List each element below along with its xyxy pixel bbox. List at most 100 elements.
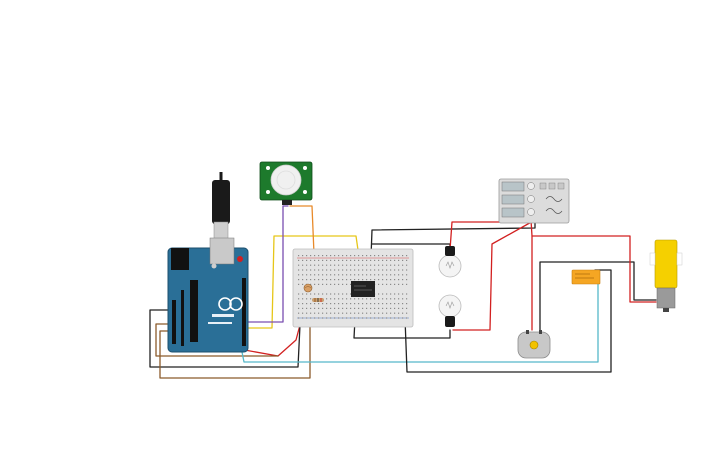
wire-red-gearmotor[interactable]	[530, 219, 657, 303]
breadboard-hole	[394, 298, 396, 300]
breadboard-hole	[310, 303, 312, 305]
breadboard-hole	[346, 307, 348, 309]
breadboard-hole	[358, 274, 360, 276]
breadboard-hole	[406, 293, 408, 295]
breadboard-hole	[338, 279, 340, 281]
breadboard-hole	[402, 293, 404, 295]
breadboard-hole	[386, 307, 388, 309]
breadboard-hole	[354, 279, 356, 281]
breadboard-hole	[390, 269, 392, 271]
wire-orange[interactable]	[289, 205, 315, 255]
breadboard-hole	[398, 279, 400, 281]
breadboard-hole	[298, 283, 300, 285]
breadboard-hole	[402, 279, 404, 281]
breadboard-hole	[354, 269, 356, 271]
breadboard-hole	[346, 283, 348, 285]
breadboard-hole	[330, 307, 332, 309]
arduino-uno-board-icon[interactable]	[167, 237, 249, 353]
breadboard-hole	[378, 293, 380, 295]
breadboard-hole	[350, 269, 352, 271]
breadboard-hole	[314, 274, 316, 276]
breadboard-hole	[362, 255, 364, 257]
wire-yellow[interactable]	[240, 235, 359, 329]
wire-red-supply-top[interactable]	[449, 221, 506, 251]
breadboard-hole	[334, 317, 336, 319]
breadboard-hole	[402, 255, 404, 257]
breadboard-hole	[406, 264, 408, 266]
breadboard-hole	[306, 279, 308, 281]
breadboard-hole	[314, 259, 316, 261]
breadboard-hole	[402, 303, 404, 305]
breadboard-hole	[374, 274, 376, 276]
breadboard-hole	[362, 274, 364, 276]
yellow-gear-motor-icon[interactable]	[649, 239, 683, 312]
breadboard-hole	[370, 303, 372, 305]
breadboard-hole	[370, 259, 372, 261]
breadboard-hole	[318, 279, 320, 281]
wire-red-supply-bottom[interactable]	[452, 219, 536, 331]
breadboard-hole	[346, 293, 348, 295]
breadboard-hole	[406, 317, 408, 319]
breadboard-hole	[298, 317, 300, 319]
breadboard-hole	[390, 303, 392, 305]
breadboard-hole	[370, 307, 372, 309]
breadboard-hole	[394, 303, 396, 305]
breadboard-hole	[394, 274, 396, 276]
breadboard-hole	[386, 293, 388, 295]
breadboard-hole	[382, 255, 384, 257]
breadboard-hole	[398, 298, 400, 300]
breadboard-hole	[354, 307, 356, 309]
breadboard-hole	[362, 303, 364, 305]
wire-purple[interactable]	[240, 205, 289, 323]
breadboard-hole	[330, 279, 332, 281]
breadboard-hole	[310, 283, 312, 285]
breadboard-hole	[386, 312, 388, 314]
breadboard-hole	[374, 303, 376, 305]
breadboard-hole	[338, 269, 340, 271]
breadboard-hole	[302, 279, 304, 281]
breadboard-hole	[302, 283, 304, 285]
breadboard-hole	[398, 269, 400, 271]
light-bulb-top-icon[interactable]	[438, 246, 462, 278]
breadboard-hole	[354, 312, 356, 314]
breadboard-hole	[382, 264, 384, 266]
pir-motion-sensor-icon[interactable]	[259, 161, 313, 205]
wire-brown-2[interactable]	[159, 299, 311, 379]
relay-icon[interactable]	[571, 269, 601, 285]
breadboard-hole	[370, 274, 372, 276]
wire-black-long[interactable]	[404, 269, 612, 373]
breadboard-hole	[306, 303, 308, 305]
power-supply-icon[interactable]	[498, 178, 570, 224]
breadboard-hole	[382, 274, 384, 276]
wire-black-gnd[interactable]	[149, 309, 301, 368]
breadboard-hole	[390, 274, 392, 276]
breadboard-hole	[326, 317, 328, 319]
breadboard-hole	[394, 279, 396, 281]
breadboard-hole	[346, 312, 348, 314]
breadboard-hole	[346, 259, 348, 261]
resistor-icon[interactable]	[312, 298, 324, 302]
light-bulb-bottom-icon[interactable]	[438, 294, 462, 327]
breadboard-hole	[314, 279, 316, 281]
breadboard-hole	[306, 255, 308, 257]
dc-motor-icon[interactable]	[517, 330, 551, 359]
breadboard-hole	[310, 269, 312, 271]
breadboard-hole	[370, 279, 372, 281]
breadboard-hole	[302, 264, 304, 266]
breadboard-hole	[310, 274, 312, 276]
breadboard-hole	[298, 259, 300, 261]
breadboard-hole	[314, 264, 316, 266]
wire-black-motor[interactable]	[539, 261, 657, 341]
photoresistor-icon[interactable]	[303, 283, 313, 293]
breadboard-hole	[398, 264, 400, 266]
breadboard-hole	[326, 279, 328, 281]
ic-chip-icon[interactable]	[351, 281, 375, 297]
breadboard-hole	[358, 298, 360, 300]
breadboard-hole	[306, 269, 308, 271]
wire-brown[interactable]	[155, 323, 279, 357]
breadboard-hole	[302, 269, 304, 271]
breadboard-hole	[402, 274, 404, 276]
breadboard-hole	[314, 269, 316, 271]
usb-cable-icon[interactable]	[212, 172, 230, 241]
